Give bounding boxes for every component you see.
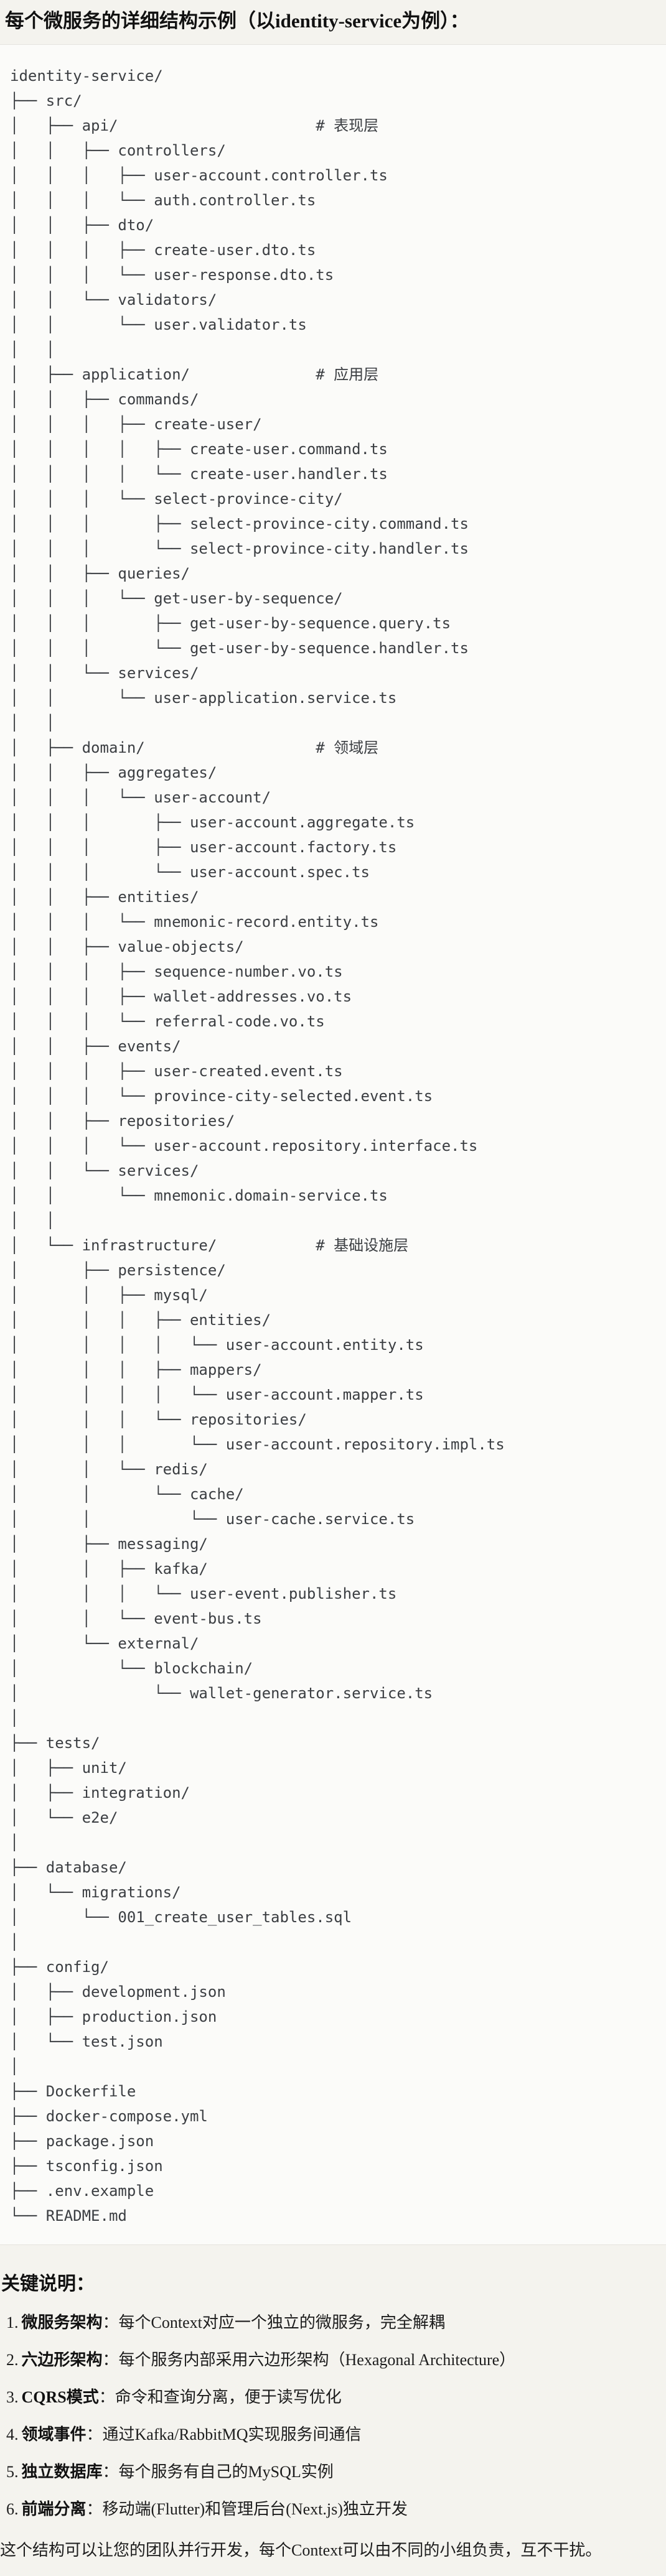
closing-paragraph: 这个结构可以让您的团队并行开发，每个Context可以由不同的小组负责，互不干扰… [0,2541,602,2560]
note-term: 独立数据库 [21,2463,103,2481]
note-desc: 每个服务内部采用六边形架构（Hexagonal Architecture） [118,2351,516,2369]
note-item: 5.独立数据库：每个服务有自己的MySQL实例 [6,2460,659,2484]
note-colon: ： [102,2313,119,2332]
note-number: 1. [6,2313,19,2332]
note-number: 2. [6,2351,19,2369]
note-term: CQRS模式 [21,2388,99,2407]
page-title: 每个微服务的详细结构示例（以identity-service为例）： [5,10,469,32]
note-item: 4.领域事件：通过Kafka/RabbitMQ实现服务间通信 [6,2423,659,2447]
note-item: 2.六边形架构：每个服务内部采用六边形架构（Hexagonal Architec… [6,2348,659,2372]
note-desc: 命令和查询分离，便于读写优化 [115,2388,342,2407]
note-colon: ： [86,2425,103,2444]
note-desc: 移动端(Flutter)和管理后台(Next.js)独立开发 [102,2500,408,2519]
note-item: 1.微服务架构：每个Context对应一个独立的微服务，完全解耦 [6,2311,659,2335]
note-number: 5. [6,2463,19,2481]
note-term: 领域事件 [21,2425,87,2444]
note-colon: ： [98,2388,115,2407]
notes-section: 关键说明： 1.微服务架构：每个Context对应一个独立的微服务，完全解耦 2… [0,2271,666,2576]
notes-heading: 关键说明： [1,2274,95,2295]
code-block: identity-service/ ├── src/ │ ├── api/ # … [0,44,666,2246]
note-number: 6. [6,2500,19,2519]
note-colon: ： [86,2500,103,2519]
note-term: 六边形架构 [21,2351,103,2369]
note-term: 微服务架构 [21,2313,103,2332]
note-term: 前端分离 [21,2500,87,2519]
note-desc: 每个服务有自己的MySQL实例 [118,2463,334,2481]
note-item: 6.前端分离：移动端(Flutter)和管理后台(Next.js)独立开发 [6,2498,659,2521]
note-colon: ： [102,2351,119,2369]
note-colon: ： [102,2463,119,2481]
directory-tree: identity-service/ ├── src/ │ ├── api/ # … [10,67,505,2225]
note-number: 4. [6,2425,19,2444]
note-number: 3. [6,2388,19,2407]
note-desc: 通过Kafka/RabbitMQ实现服务间通信 [102,2425,362,2444]
note-item: 3.CQRS模式：命令和查询分离，便于读写优化 [6,2386,659,2409]
note-desc: 每个Context对应一个独立的微服务，完全解耦 [118,2313,445,2332]
